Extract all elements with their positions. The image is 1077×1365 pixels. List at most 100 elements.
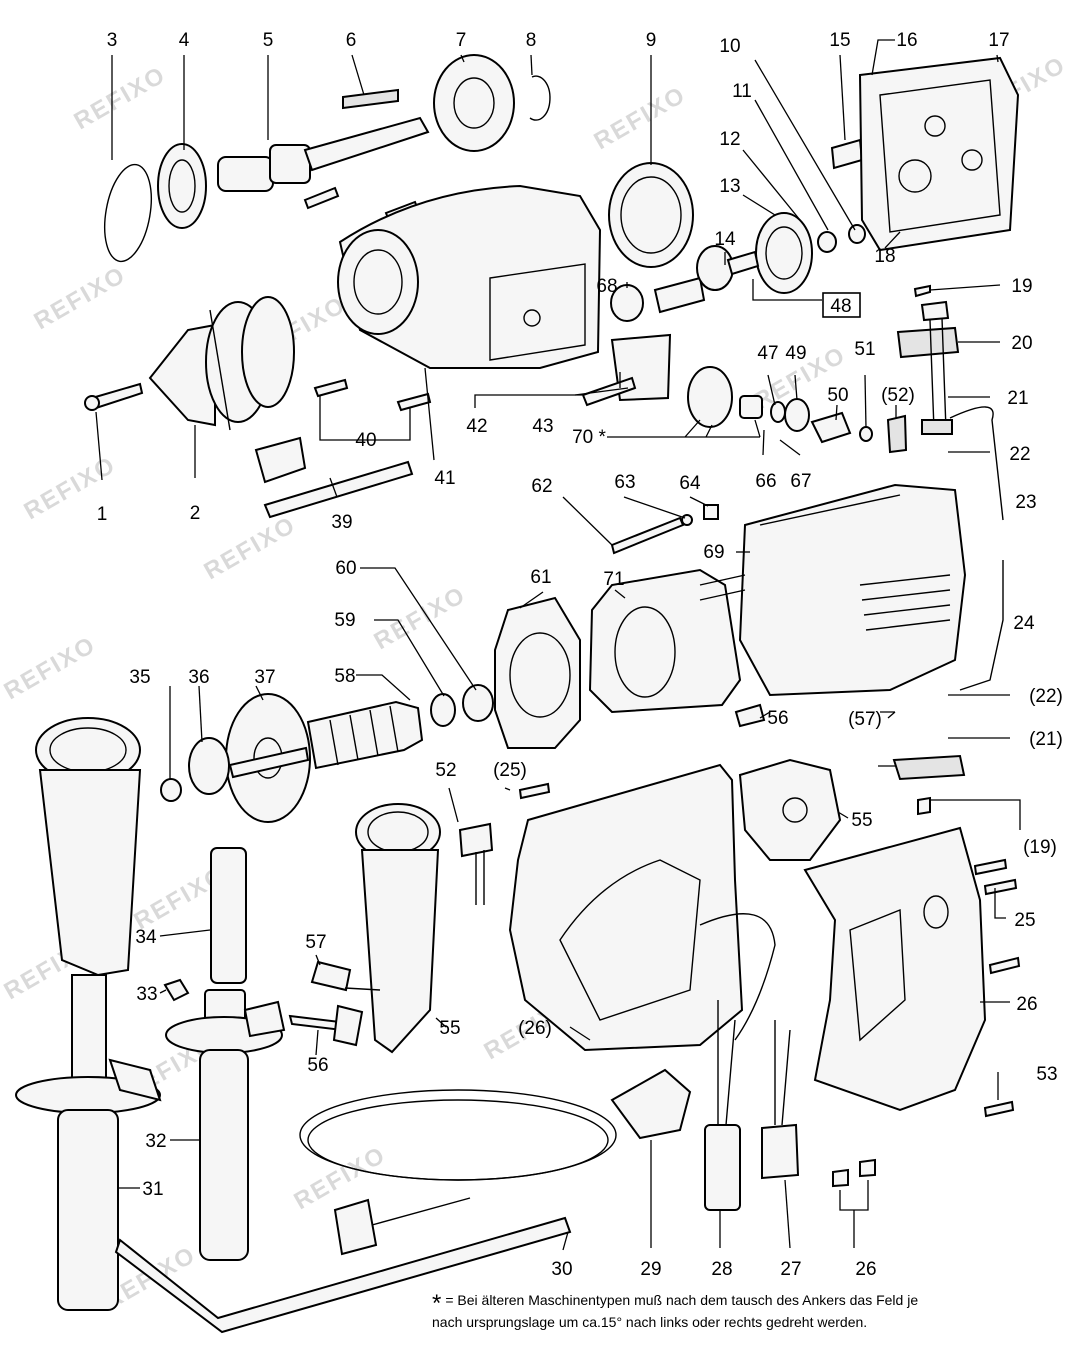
ball-part: [848, 224, 866, 244]
part-label: 55: [851, 810, 872, 831]
part-label: 32: [145, 1131, 166, 1152]
part-label: 33: [136, 984, 157, 1005]
brush-holder-part: [921, 419, 953, 435]
cable-clamp-part: [832, 1168, 849, 1188]
watermark: REFIXO: [0, 631, 101, 705]
part-label: 40: [355, 430, 376, 451]
part-label: (57): [848, 709, 882, 730]
watermark: REFIXO: [370, 581, 471, 655]
suppressor-part: [896, 326, 960, 359]
part-label: 48: [830, 296, 851, 317]
suppressor-capacitor-part: [892, 754, 966, 781]
chuck-key-part: [254, 436, 414, 519]
retaining-ring-part: [104, 163, 152, 263]
part-label: 37: [254, 667, 275, 688]
part-label: 43: [532, 416, 553, 437]
part-label: (52): [881, 385, 915, 406]
part-label: 68: [596, 276, 617, 297]
selector-switch-part: [810, 411, 852, 444]
part-label: 23: [1015, 492, 1036, 513]
depth-rod-sleeve-part: [210, 847, 247, 984]
brush-spring-part: [886, 414, 908, 454]
armature-bearing-part: [462, 684, 494, 722]
mains-cable-part: [299, 1068, 692, 1256]
part-label: 69: [703, 542, 724, 563]
cable-clamp-part: [859, 1158, 876, 1178]
watermark: REFIXO: [70, 61, 171, 135]
armature-part: [306, 700, 424, 770]
part-label: 3: [107, 30, 118, 51]
footnote: *= Bei älteren Maschinentypen muß nach d…: [432, 1291, 952, 1331]
handle-screw-part: [983, 1100, 1015, 1118]
part-label: 58: [334, 666, 355, 687]
ball-bearing-part: [433, 54, 515, 152]
part-label: 22: [1009, 444, 1030, 465]
hex-nut-part: [163, 978, 190, 1002]
handle-housing-right-part: [803, 826, 987, 1112]
part-label: 67: [790, 471, 811, 492]
bearing-bush-part: [430, 693, 456, 727]
part-label: 27: [780, 1259, 801, 1280]
part-label: 13: [719, 176, 740, 197]
spindle-part: [217, 116, 430, 192]
bearing-plate-part: [858, 56, 1020, 252]
part-label: 24: [1013, 613, 1035, 634]
gear-housing-part: [337, 184, 602, 369]
brush-holder-screw-part: [913, 284, 931, 298]
part-label: 28: [711, 1259, 732, 1280]
part-label: 18: [874, 246, 895, 267]
bushing-part: [817, 231, 837, 253]
part-label: 39: [331, 512, 352, 533]
part-label: 47: [757, 343, 778, 364]
plug-screw-part: [734, 703, 766, 728]
electronic-switch-part: [738, 758, 842, 861]
motor-housing-part: [738, 483, 967, 697]
handle-screw-part: [988, 956, 1021, 975]
part-label: 8: [526, 30, 537, 51]
fan-bearing-part: [188, 737, 230, 795]
part-label: 53: [1036, 1064, 1057, 1085]
handle-housing-left-part: [508, 763, 776, 1052]
part-label: 51: [854, 339, 875, 360]
watermark: REFIXO: [200, 511, 301, 585]
parts-layer: [15, 54, 1021, 1334]
handle-screw-part: [983, 878, 1018, 896]
watermark: REFIXO: [30, 261, 131, 335]
handle-screw-part: [973, 858, 1008, 876]
part-label: 57: [305, 932, 326, 953]
spring-part: [859, 426, 873, 442]
auxiliary-handle-clamp-part: [355, 803, 441, 1054]
part-label: 62: [531, 476, 552, 497]
part-label: 10: [719, 36, 740, 57]
part-label: 30: [551, 1259, 572, 1280]
nut-part: [703, 504, 719, 520]
part-label: 7: [456, 30, 467, 51]
housing-screw-part: [396, 392, 432, 412]
part-label: 12: [719, 129, 740, 150]
part-callouts: 3 4 5 6 7 8 9 10 11 12 13 14 15 16 17 18…: [97, 30, 1063, 1280]
selector-knob-part: [739, 395, 763, 419]
part-label: 34: [135, 927, 157, 948]
part-label: 6: [346, 30, 357, 51]
part-label: (26): [518, 1018, 552, 1039]
key-part: [342, 88, 399, 110]
connecting-cable-part: [949, 406, 1004, 521]
watermark: REFIXO: [290, 1141, 391, 1215]
part-label: 52: [435, 760, 456, 781]
part-label: 56: [767, 708, 788, 729]
part-label: 2: [190, 503, 201, 524]
part-label: 41: [434, 468, 455, 489]
seal-part: [157, 143, 207, 229]
part-label: 63: [614, 472, 635, 493]
intermediate-shaft-part: [653, 245, 760, 314]
part-label-box: [822, 292, 861, 318]
watermark: REFIXO: [590, 81, 691, 155]
part-label: 42: [466, 416, 487, 437]
lever-pin-part: [581, 376, 637, 407]
part-label: 19: [1011, 276, 1032, 297]
part-label: 15: [829, 30, 850, 51]
part-label: 4: [179, 30, 190, 51]
part-label: (22): [1029, 686, 1063, 707]
housing-screw-part: [313, 378, 349, 398]
